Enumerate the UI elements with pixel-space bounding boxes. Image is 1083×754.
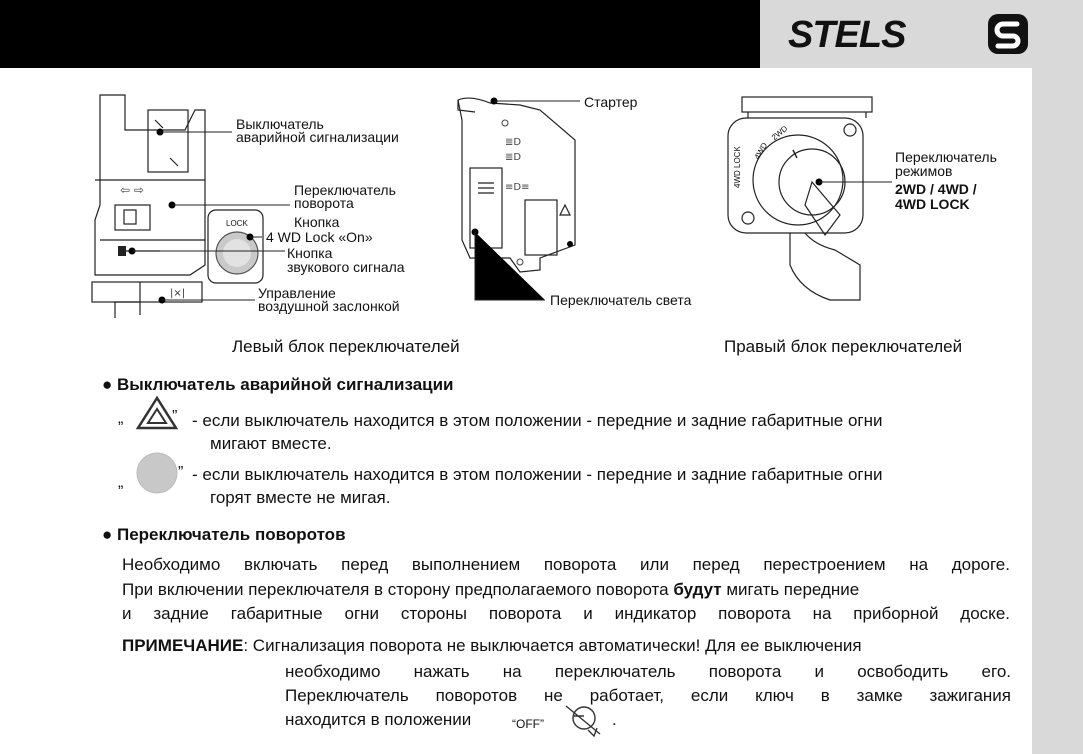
hazard-item1-line1: - если выключатель находится в этом поло… [192, 411, 883, 430]
turn-label-1: Переключатель [294, 182, 396, 198]
mode-label-2: режимов [895, 163, 953, 179]
note-line2: необходимо нажать на переключатель повор… [285, 662, 1011, 681]
right-unit-caption: Правый блок переключателей [724, 337, 963, 356]
ignition-off-icon [564, 705, 602, 737]
note-line1: ПРИМЕЧАНИЕ: Сигнализация поворота не вык… [122, 636, 862, 655]
left-unit-caption: Левый блок переключателей [232, 337, 460, 356]
quote-open-1: „ [118, 410, 124, 427]
mode-label-4: 4WD LOCK [895, 196, 970, 212]
turn-line3: и задние габаритные огни стороны поворот… [122, 604, 1010, 623]
starter-label: Стартер [584, 94, 638, 110]
lock-button-label-2: 4 WD Lock «On» [266, 229, 373, 245]
quote-close-2: ” [178, 464, 184, 481]
choke-label-2: воздушной заслонкой [258, 298, 400, 314]
hazard-item2-line1: - если выключатель находится в этом поло… [192, 465, 883, 484]
dial-lock: 4WD LOCK [733, 146, 742, 188]
hazard-triangle-icon [138, 398, 176, 428]
svg-text:≣D: ≣D [505, 137, 521, 148]
svg-text:≣D: ≣D [505, 152, 521, 163]
lock-button-label-1: Кнопка [294, 214, 340, 230]
hazard-label-2: аварийной сигнализации [236, 129, 399, 145]
turn-line1: Необходимо включать перед выполнением по… [122, 555, 1010, 574]
turn-heading: ● Переключатель поворотов [102, 525, 346, 544]
mode-label-3: 2WD / 4WD / [895, 181, 977, 197]
turn-label-2: поворота [294, 195, 354, 211]
dial-4wd: 4WD [752, 141, 770, 161]
hazard-label-1: Выключатель [236, 116, 324, 132]
turn-line2: При включении переключателя в сторону пр… [122, 580, 860, 599]
header-bar [0, 0, 760, 68]
note-line4: находится в положении [285, 710, 472, 729]
dial-2wd: 2WD [769, 123, 790, 143]
choke-label-1: Управление [258, 285, 336, 301]
mode-label-1: Переключатель [895, 149, 997, 165]
light-switch-label: Переключатель света [550, 292, 692, 308]
svg-text:≡D≡: ≡D≡ [505, 182, 529, 193]
note-line4-end: . [612, 710, 617, 729]
horn-label-1: Кнопка [287, 245, 333, 261]
hazard-heading: ● Выключатель аварийной сигнализации [102, 375, 454, 394]
note-line3: Переключатель поворотов не работает, есл… [285, 686, 1011, 705]
lock-text: LOCK [226, 219, 248, 228]
svg-text:|×|: |×| [170, 288, 185, 299]
hazard-item2-line2: горят вместе не мигая. [210, 488, 391, 507]
grey-circle-icon [137, 453, 177, 493]
side-strip [1032, 68, 1083, 754]
quote-close-1: ” [172, 408, 178, 425]
brand-logo: STELS [788, 14, 906, 56]
quote-open-2: „ [118, 474, 124, 491]
horn-label-2: звукового сигнала [287, 259, 405, 275]
svg-text:⇦ ⇨: ⇦ ⇨ [120, 183, 144, 197]
brand-box [760, 0, 1083, 68]
off-text: “OFF” [512, 717, 544, 731]
brand-s-icon [988, 14, 1028, 54]
hazard-item1-line2: мигают вместе. [210, 434, 332, 453]
